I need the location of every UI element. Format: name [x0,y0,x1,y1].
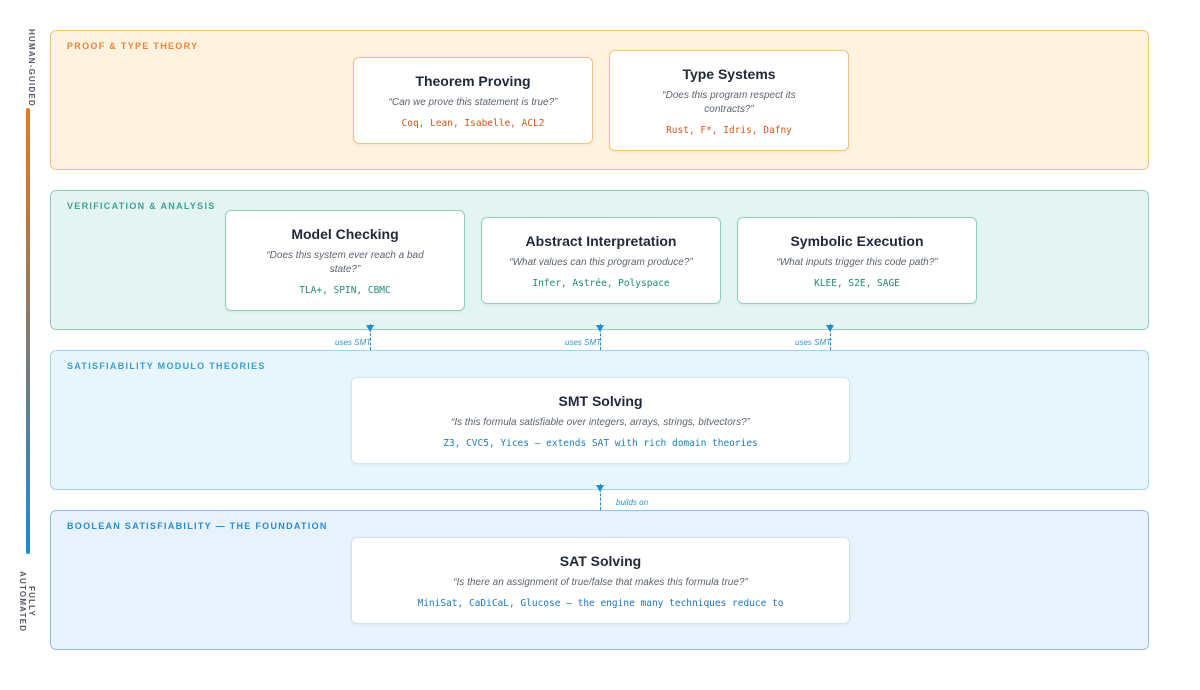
card-title: Symbolic Execution [790,232,924,249]
card-question: “What values can this program produce?” [509,256,693,268]
layer-title: PROOF & TYPE THEORY [67,41,199,51]
dashed-arrow-line [830,324,831,350]
axis-label-human-guided: HUMAN-GUIDED [27,29,36,107]
card-question: “Can we prove this statement is true?” [388,96,558,108]
card-tools: Infer, Astrée, Polyspace [532,277,670,289]
card-title: SMT Solving [558,392,643,409]
card-tools: KLEE, S2E, SAGE [814,277,900,289]
card-title: Type Systems [682,65,776,82]
card-question: “Does this program respect its contracts… [662,89,796,115]
card-title: Model Checking [291,225,399,242]
layer-sat: BOOLEAN SATISFIABILITY — THE FOUNDATION … [50,510,1149,650]
card-abstract-interpretation[interactable]: Abstract Interpretation “What values can… [481,217,721,304]
connector-model-checking-smt: uses SMT [335,324,430,364]
card-tools: Z3, CVC5, Yices — extends SAT with rich … [443,437,758,449]
dashed-arrow-line [600,324,601,350]
dashed-arrow-line [370,324,371,350]
card-symbolic-execution[interactable]: Symbolic Execution “What inputs trigger … [737,217,977,304]
card-title: SAT Solving [559,552,642,569]
card-tools: Coq, Lean, Isabelle, ACL2 [401,117,545,129]
card-theorem-proving[interactable]: Theorem Proving “Can we prove this state… [353,57,593,144]
uses-smt-label: uses SMT [335,338,372,347]
card-question: “Does this system ever reach a bad state… [266,249,424,275]
card-question: “Is there an assignment of true/false th… [453,576,748,588]
card-title: Abstract Interpretation [525,232,677,249]
dashed-arrow-line [600,484,601,510]
connector-smt-builds-on-sat: builds on [596,484,660,524]
builds-on-label: builds on [616,498,649,507]
layer-smt: SATISFIABILITY MODULO THEORIES SMT Solvi… [50,350,1149,490]
card-tools: MiniSat, CaDiCaL, Glucose — the engine m… [417,597,784,609]
card-tools: TLA+, SPIN, CBMC [299,284,391,296]
card-smt-solving[interactable]: SMT Solving “Is this formula satisfiable… [351,377,850,464]
arrow-head-icon [366,325,374,332]
axis-label-fully-automated: FULLY AUTOMATED [18,571,36,633]
layer-title: SATISFIABILITY MODULO THEORIES [67,361,266,371]
layer-proof-type-theory: PROOF & TYPE THEORY Theorem Proving “Can… [50,30,1149,170]
card-tools: Rust, F*, Idris, Dafny [666,124,792,136]
connector-abstract-interpretation-smt: uses SMT [565,324,660,364]
card-type-systems[interactable]: Type Systems “Does this program respect … [609,50,849,151]
automation-gradient-axis [26,108,30,554]
connector-symbolic-execution-smt: uses SMT [795,324,890,364]
arrow-head-icon [826,325,834,332]
uses-smt-label: uses SMT [795,338,832,347]
layer-verification-analysis: VERIFICATION & ANALYSIS Model Checking “… [50,190,1149,330]
card-title: Theorem Proving [415,72,531,89]
layer-title: BOOLEAN SATISFIABILITY — THE FOUNDATION [67,521,328,531]
uses-smt-label: uses SMT [565,338,602,347]
arrow-head-icon [596,325,604,332]
arrow-head-icon [596,485,604,492]
layer-title: VERIFICATION & ANALYSIS [67,201,216,211]
card-question: “Is this formula satisfiable over intege… [451,416,750,428]
card-question: “What inputs trigger this code path?” [776,256,938,268]
card-model-checking[interactable]: Model Checking “Does this system ever re… [225,210,465,311]
card-sat-solving[interactable]: SAT Solving “Is there an assignment of t… [351,537,850,624]
